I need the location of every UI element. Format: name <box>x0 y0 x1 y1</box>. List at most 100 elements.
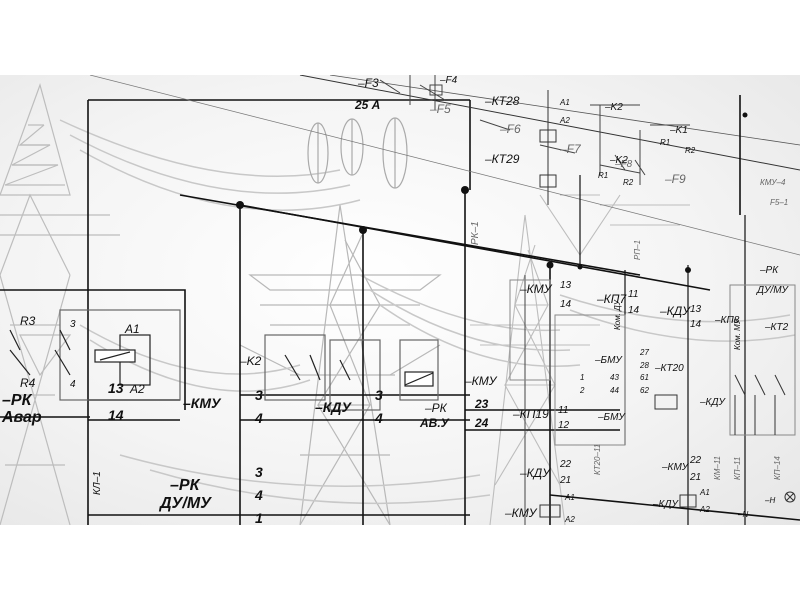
label-kp8: –КП8 <box>714 315 740 326</box>
label-pk-avu: –РК <box>424 401 448 415</box>
label-km-mu: Ком. МУ <box>733 318 742 350</box>
label-rp1: РП–1 <box>633 240 642 260</box>
label-f4: –F4 <box>439 75 458 86</box>
transmission-tower-left <box>0 83 120 525</box>
label-4-left: 4 <box>70 379 76 390</box>
power-line-cables <box>59 119 796 505</box>
label-13-right: 13 <box>560 280 572 291</box>
label-n44: 44 <box>610 386 619 395</box>
label-a1-c: A1 <box>564 493 575 502</box>
label-avu: АВ.У <box>419 416 450 430</box>
label-1-c: 1 <box>255 510 263 525</box>
label-kt20-11: КТ20–11 <box>593 444 602 475</box>
label-n62: 62 <box>640 386 649 395</box>
relay-left <box>9 309 181 401</box>
label-pk-du: –РК <box>170 477 201 494</box>
label-n28: 28 <box>639 361 649 370</box>
label-kt2: –КТ2 <box>764 322 789 333</box>
label-22: 22 <box>559 459 572 470</box>
label-kt28: –КТ28 <box>484 94 520 108</box>
label-r1b: R1 <box>598 171 608 180</box>
label-kdu-2: –КДУ <box>519 466 551 480</box>
label-24: 24 <box>474 416 489 430</box>
label-k2-center: –K2 <box>239 354 262 368</box>
label-3-a: 3 <box>255 387 263 403</box>
label-n14-c: 14 <box>690 319 702 330</box>
label-pk-avar: –РК <box>2 392 33 409</box>
label-a2-c: A2 <box>564 515 575 524</box>
label-n43: 43 <box>610 373 619 382</box>
label-avar: Авар <box>1 409 42 426</box>
relay-right-group <box>509 90 796 525</box>
fuse-chain-top <box>379 75 690 185</box>
label-kl1: КЛ–1 <box>92 471 103 495</box>
label-a1-top: A1 <box>559 98 570 107</box>
label-3-left: 3 <box>70 319 76 330</box>
label-km-du: Ком. ДУ <box>613 299 622 330</box>
label-kt20: –КТ20 <box>654 363 684 374</box>
label-kmu-3: –КМУ <box>519 282 553 296</box>
label-11: 11 <box>558 405 568 416</box>
schematic-artwork: –F3 25 А –F4 –F5 –F6 –F7 –F8 –F9 –КТ28 –… <box>0 75 800 525</box>
label-n11-b: 11 <box>628 289 638 300</box>
label-kdu-3: –КДУ <box>659 304 691 318</box>
label-k1: –K1 <box>669 125 688 136</box>
transmission-tower-center <box>239 204 442 525</box>
label-kdu-right: –КДУ <box>699 397 726 408</box>
label-3-c: 3 <box>255 464 263 480</box>
label-n61: 61 <box>640 373 649 382</box>
label-du-mu: ДУ/МУ <box>158 495 212 512</box>
label-n27: 27 <box>639 348 649 357</box>
label-22-b: 22 <box>689 455 702 466</box>
label-r4: R4 <box>20 376 36 390</box>
label-k2-top: –K2 <box>604 102 623 113</box>
label-13-left: 13 <box>108 380 124 396</box>
label-bmu-1: –БМУ <box>594 355 623 366</box>
label-a1-left: A1 <box>124 322 140 336</box>
label-14-right: 14 <box>560 299 572 310</box>
label-kmu-1: –КМУ <box>183 395 222 411</box>
label-23: 23 <box>474 397 489 411</box>
label-du-mu2: ДУ/МУ <box>756 285 790 296</box>
label-n1: 1 <box>580 373 584 382</box>
label-21: 21 <box>559 475 571 486</box>
label-r2b: R2 <box>623 178 634 187</box>
label-h: –H <box>764 496 775 505</box>
label-r3: R3 <box>20 314 36 328</box>
label-f5-1: F5–1 <box>770 198 788 207</box>
label-bmu-2: –БМУ <box>597 412 626 423</box>
label-n2: 2 <box>579 386 585 395</box>
label-r1: R1 <box>660 138 670 147</box>
label-n13-c: 13 <box>690 304 702 315</box>
label-kp14: КП–14 <box>773 456 782 480</box>
label-km4: КМУ–4 <box>760 178 786 187</box>
label-a2-b: A2 <box>699 505 710 514</box>
schematic-labels: –F3 25 А –F4 –F5 –F6 –F7 –F8 –F9 –КТ28 –… <box>1 75 790 525</box>
relay-center-left <box>264 334 439 411</box>
label-pk-du2: –РК <box>759 265 779 276</box>
label-4-c: 4 <box>254 487 263 503</box>
label-f3-rating: 25 А <box>354 98 380 112</box>
label-rk1: РК–1 <box>470 221 481 245</box>
label-12: 12 <box>558 420 570 431</box>
label-f8: –F8 <box>614 159 633 170</box>
label-f5: –F5 <box>429 102 451 116</box>
label-21-b: 21 <box>689 472 701 483</box>
label-f6: –F6 <box>499 122 521 136</box>
label-k2-mid: –K2 <box>609 155 628 166</box>
label-f3: –F3 <box>357 76 379 90</box>
label-n14-b: 14 <box>628 305 640 316</box>
label-a2-top: A2 <box>559 116 570 125</box>
junction-dots <box>236 112 748 273</box>
label-kdu-4: –КДУ <box>652 499 679 510</box>
label-kp7: –КП7 <box>596 292 627 306</box>
label-3-b: 3 <box>375 387 383 403</box>
label-f7: –F7 <box>559 142 582 156</box>
label-kt29: –КТ29 <box>484 152 520 166</box>
label-km11: КМ–11 <box>713 456 722 480</box>
schematic-svg: –F3 25 А –F4 –F5 –F6 –F7 –F8 –F9 –КТ28 –… <box>0 75 800 525</box>
schematic-main-lines <box>0 75 800 525</box>
label-a2-left: A2 <box>129 382 145 396</box>
label-kdu-1: –КДУ <box>315 399 353 415</box>
